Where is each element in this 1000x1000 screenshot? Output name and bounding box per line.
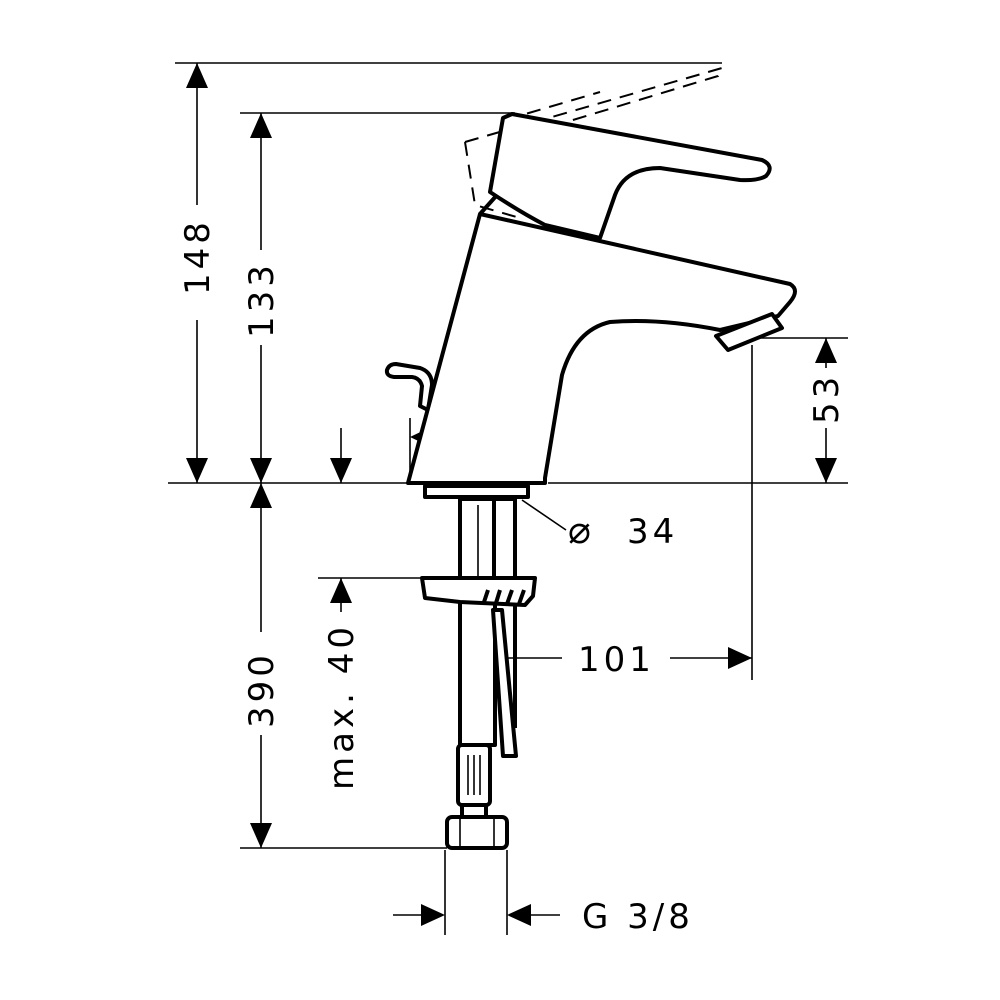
aerator: [714, 312, 784, 352]
arrow-right-icon: [728, 647, 752, 669]
dim-label-g38: G 3/8: [582, 897, 694, 937]
dim-label-148: 148: [178, 218, 218, 295]
dim-label-133: 133: [242, 261, 282, 338]
arrow-up-icon: [815, 338, 837, 363]
arrow-down-icon: [250, 458, 272, 483]
nut-hatching: [482, 589, 526, 605]
diameter-symbol-icon: ⌀: [568, 508, 595, 552]
fixing-nut: [420, 576, 537, 607]
hose-fitting: [445, 743, 509, 850]
base-plate: [423, 484, 530, 499]
dim-label-101: 101: [578, 640, 655, 680]
arrow-down-icon: [815, 458, 837, 483]
faucet-body: [406, 212, 797, 485]
arrow-down-icon: [330, 458, 352, 483]
dim-label-max-40: max. 40: [322, 623, 362, 790]
arrow-right-icon: [421, 904, 445, 926]
dimension-133: 133: [242, 113, 282, 483]
arrow-down-icon: [250, 823, 272, 848]
supply-pipes: [458, 497, 518, 758]
dimension-max-40: max. 40: [322, 428, 362, 790]
arrow-up-icon: [186, 63, 208, 88]
arrow-down-icon: [186, 458, 208, 483]
lever-handle: [488, 112, 772, 240]
dim-label-390: 390: [242, 651, 282, 728]
dimension-g38: G 3/8: [393, 897, 694, 937]
connection-nut: [445, 815, 509, 850]
dim-label-34: 34: [627, 512, 678, 552]
dimension-diameter-34: ⌀ 34: [521, 499, 678, 552]
dimension-53: 53: [807, 338, 847, 483]
arrow-up-icon: [250, 483, 272, 508]
raised-handle-outline: [464, 66, 724, 219]
dim-label-53: 53: [807, 373, 847, 424]
handle-joint: [478, 193, 499, 216]
dimension-101: 101: [478, 640, 752, 680]
dimension-148: 148: [178, 63, 218, 483]
popup-rod: [384, 362, 434, 412]
dimension-390: 390: [242, 483, 282, 848]
arrow-up-icon: [250, 113, 272, 138]
arrow-up-icon: [330, 578, 352, 603]
arrow-left-icon: [507, 904, 531, 926]
